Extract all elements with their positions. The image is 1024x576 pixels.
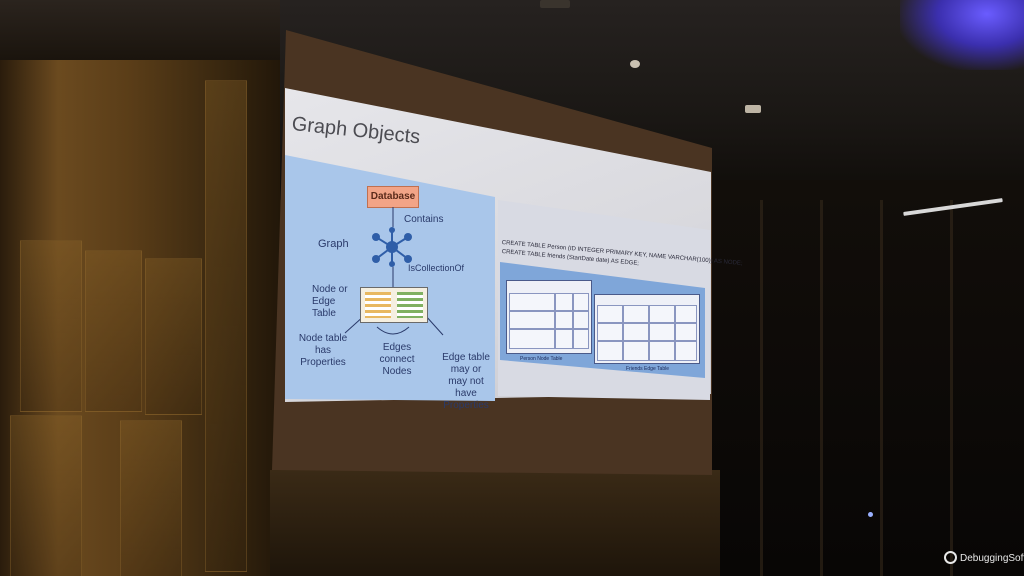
- table-cell: [509, 293, 555, 311]
- table-cell: [597, 305, 623, 323]
- watermark-text: DebuggingSoft: [960, 553, 1024, 564]
- table-cell: [555, 329, 573, 349]
- curtain-fold: [950, 200, 953, 576]
- table-cell: [649, 341, 675, 361]
- table-cell: [573, 311, 589, 329]
- person-node-table-caption: Person Node Table: [520, 356, 563, 362]
- table-cell: [509, 329, 555, 349]
- wall-panel: [10, 415, 82, 576]
- table-cell: [623, 305, 649, 323]
- iscollectionof-label: IsCollectionOf: [408, 263, 465, 273]
- table-cell: [597, 323, 623, 341]
- table-cell: [623, 341, 649, 361]
- graph-label: Graph: [318, 238, 349, 250]
- node-table-properties-label: Node table has Properties: [298, 333, 348, 368]
- table-cell: [675, 341, 697, 361]
- contains-label: Contains: [404, 214, 444, 225]
- ceiling-left: [0, 0, 300, 60]
- table-cell: [555, 293, 573, 311]
- curtain-fold: [760, 200, 763, 576]
- curtain-fold: [820, 200, 823, 576]
- wall-panel: [120, 420, 182, 576]
- edge-table-icon: [397, 292, 423, 318]
- ceiling-sprinkler: [630, 60, 640, 68]
- wall-panel: [85, 250, 142, 412]
- purple-ceiling-light: [900, 0, 1024, 70]
- dark-room-right: [700, 180, 1024, 576]
- table-icon: [360, 287, 428, 323]
- stage-base: [270, 470, 720, 576]
- table-cell: [555, 311, 573, 329]
- node-table-icon: [365, 292, 391, 318]
- table-cell: [509, 311, 555, 329]
- wall-panel: [20, 240, 82, 412]
- ceiling-vent: [745, 105, 761, 113]
- wood-panel-wall: [0, 20, 290, 576]
- ceiling-projector: [540, 0, 570, 8]
- table-cell: [573, 329, 589, 349]
- table-cell: [649, 323, 675, 341]
- person-node-table: [506, 280, 592, 354]
- graph-network-icon: [372, 227, 412, 267]
- curtain-fold: [880, 200, 883, 576]
- wall-panel: [145, 258, 202, 415]
- friends-edge-table: [594, 294, 700, 364]
- wall-panel: [205, 80, 247, 572]
- table-cell: [573, 293, 589, 311]
- table-cell: [675, 305, 697, 323]
- node-edge-table-label: Node or Edge Table: [312, 284, 348, 319]
- table-cell: [675, 323, 697, 341]
- watermark-logo-icon: [944, 551, 957, 564]
- edges-connect-nodes-label: Edges connect Nodes: [379, 342, 415, 377]
- indicator-light: [868, 512, 873, 517]
- table-cell: [649, 305, 675, 323]
- table-cell: [597, 341, 623, 361]
- friends-edge-table-caption: Friends Edge Table: [626, 366, 669, 372]
- edge-table-properties-label: Edge table may or may not have Propertie…: [442, 352, 490, 411]
- table-cell: [623, 323, 649, 341]
